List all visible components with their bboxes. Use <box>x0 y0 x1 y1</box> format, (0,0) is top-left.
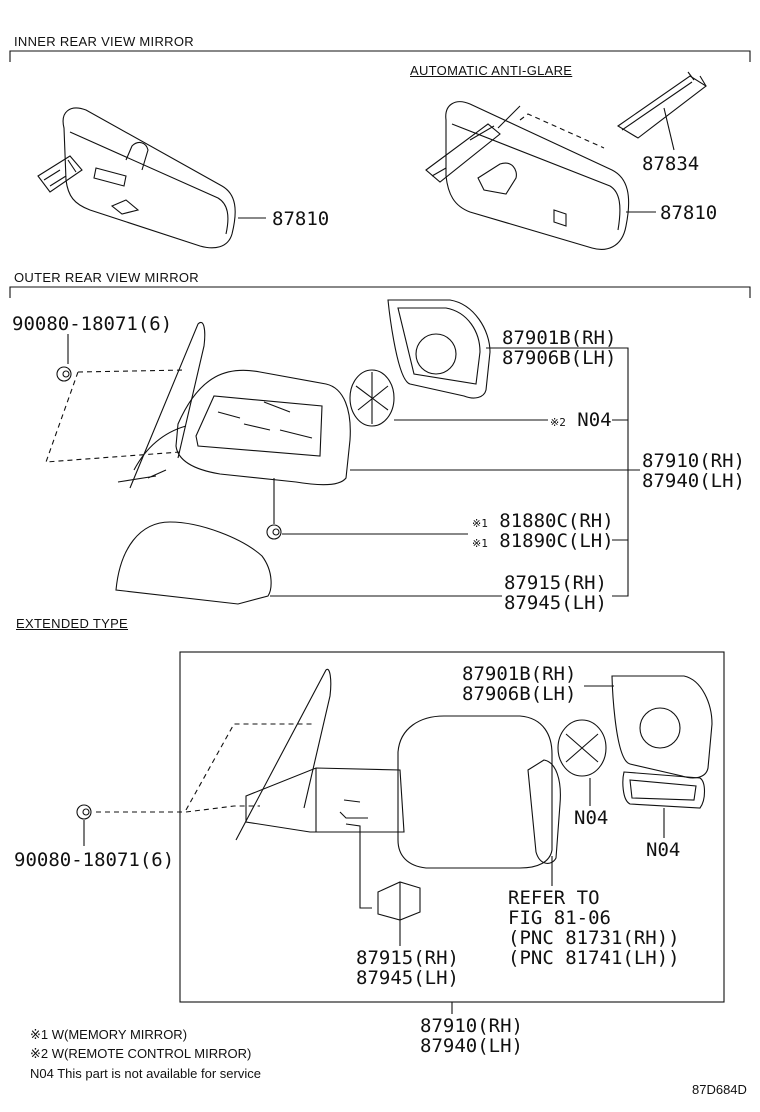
outer-glass-lh-part-number: 87906B(LH) <box>502 347 617 369</box>
anti-glare-mirror-drawing <box>425 101 630 250</box>
cover-leader <box>663 107 675 151</box>
outer-screw-part-number: 90080-18071(6) <box>12 313 173 335</box>
outer-motor-note-mark: ※2 <box>550 416 566 429</box>
outer-glass-drawing <box>387 299 491 399</box>
outer-cover-drawing <box>115 521 272 605</box>
refer-line-1: REFER TO <box>508 887 600 909</box>
extended-assy-rh-part-number: 87910(RH) <box>420 1015 523 1037</box>
footnote-remote-control-mirror: ※2 W(REMOTE CONTROL MIRROR) <box>30 1046 251 1062</box>
anti-glare-mirror-part-number: 87810 <box>660 202 718 224</box>
outer-lamp-lh-part-number: ※1 81890C(LH) <box>472 531 614 554</box>
inner-mirror-part-number: 87810 <box>272 208 330 230</box>
extended-glass-lh-part-number: 87906B(LH) <box>462 683 577 705</box>
outer-motor-drawing <box>349 369 395 427</box>
cover-part-number: 87834 <box>642 153 700 175</box>
outer-motor-part-label: N04 <box>577 409 612 431</box>
extended-frame-part-number: N04 <box>646 839 681 861</box>
inner-section-bracket <box>9 50 751 62</box>
outer-lamp-drawing <box>266 524 282 540</box>
footnote-1-mark: ※1 <box>30 1027 49 1042</box>
outer-lamp-lh-note-mark: ※1 <box>472 537 488 550</box>
outer-cover-rh-part-number: 87915(RH) <box>504 572 607 594</box>
outer-screw-drawing <box>56 366 72 382</box>
refer-line-2: FIG 81-06 <box>508 907 611 929</box>
outer-lamp-rh-part-number: ※1 81880C(RH) <box>472 511 614 534</box>
outer-assy-lh-part-number: 87940(LH) <box>642 470 745 492</box>
footnote-1-text: W(MEMORY MIRROR) <box>48 1027 188 1042</box>
extended-screw-drawing <box>76 804 92 820</box>
footnote-2-mark: ※2 <box>30 1046 49 1061</box>
extended-motor-part-number: N04 <box>574 807 609 829</box>
anti-glare-title: AUTOMATIC ANTI-GLARE <box>410 63 573 78</box>
extended-head-drawing <box>397 715 561 869</box>
extended-cover-lh-part-number: 87945(LH) <box>356 967 459 989</box>
outer-section-title: OUTER REAR VIEW MIRROR <box>14 270 199 285</box>
anti-glare-cover-drawing <box>616 71 707 139</box>
outer-assy-rh-part-number: 87910(RH) <box>642 450 745 472</box>
footnote-2-text: W(REMOTE CONTROL MIRROR) <box>48 1046 252 1061</box>
extended-glass-drawing <box>611 675 713 779</box>
outer-lamp-rh-note-mark: ※1 <box>472 517 488 530</box>
refer-line-3: (PNC 81731(RH)) <box>508 927 680 949</box>
outer-cover-lh-part-number: 87945(LH) <box>504 592 607 614</box>
inner-section-title: INNER REAR VIEW MIRROR <box>14 34 194 49</box>
footnote-not-available: N04 This part is not available for servi… <box>30 1066 261 1081</box>
extended-motor-drawing <box>557 719 607 777</box>
extended-section-title: EXTENDED TYPE <box>16 616 129 631</box>
inner-mirror-drawing <box>37 107 236 249</box>
outer-motor-part-number: ※2 N04 <box>550 410 612 433</box>
outer-section-bracket <box>9 286 751 298</box>
extended-assy-lh-part-number: 87940(LH) <box>420 1035 523 1057</box>
extended-door-drawing <box>96 668 332 841</box>
outer-lamp-lh-label: 81890C(LH) <box>499 530 614 552</box>
outer-lamp-rh-label: 81880C(RH) <box>499 510 614 532</box>
extended-cover-drawing <box>377 881 421 921</box>
outer-mirror-drawing <box>117 322 351 489</box>
extended-screw-part-number: 90080-18071(6) <box>14 849 175 871</box>
footnote-memory-mirror: ※1 W(MEMORY MIRROR) <box>30 1027 187 1043</box>
figure-id: 87D684D <box>692 1082 747 1097</box>
screw-to-door-dashes <box>45 369 187 463</box>
extended-arm-drawing <box>245 767 405 909</box>
extended-glass-rh-part-number: 87901B(RH) <box>462 663 577 685</box>
extended-cover-rh-part-number: 87915(RH) <box>356 947 459 969</box>
refer-line-4: (PNC 81741(LH)) <box>508 947 680 969</box>
outer-callout-bracket <box>612 347 629 597</box>
outer-glass-rh-part-number: 87901B(RH) <box>502 327 617 349</box>
extended-frame-drawing <box>622 771 706 809</box>
